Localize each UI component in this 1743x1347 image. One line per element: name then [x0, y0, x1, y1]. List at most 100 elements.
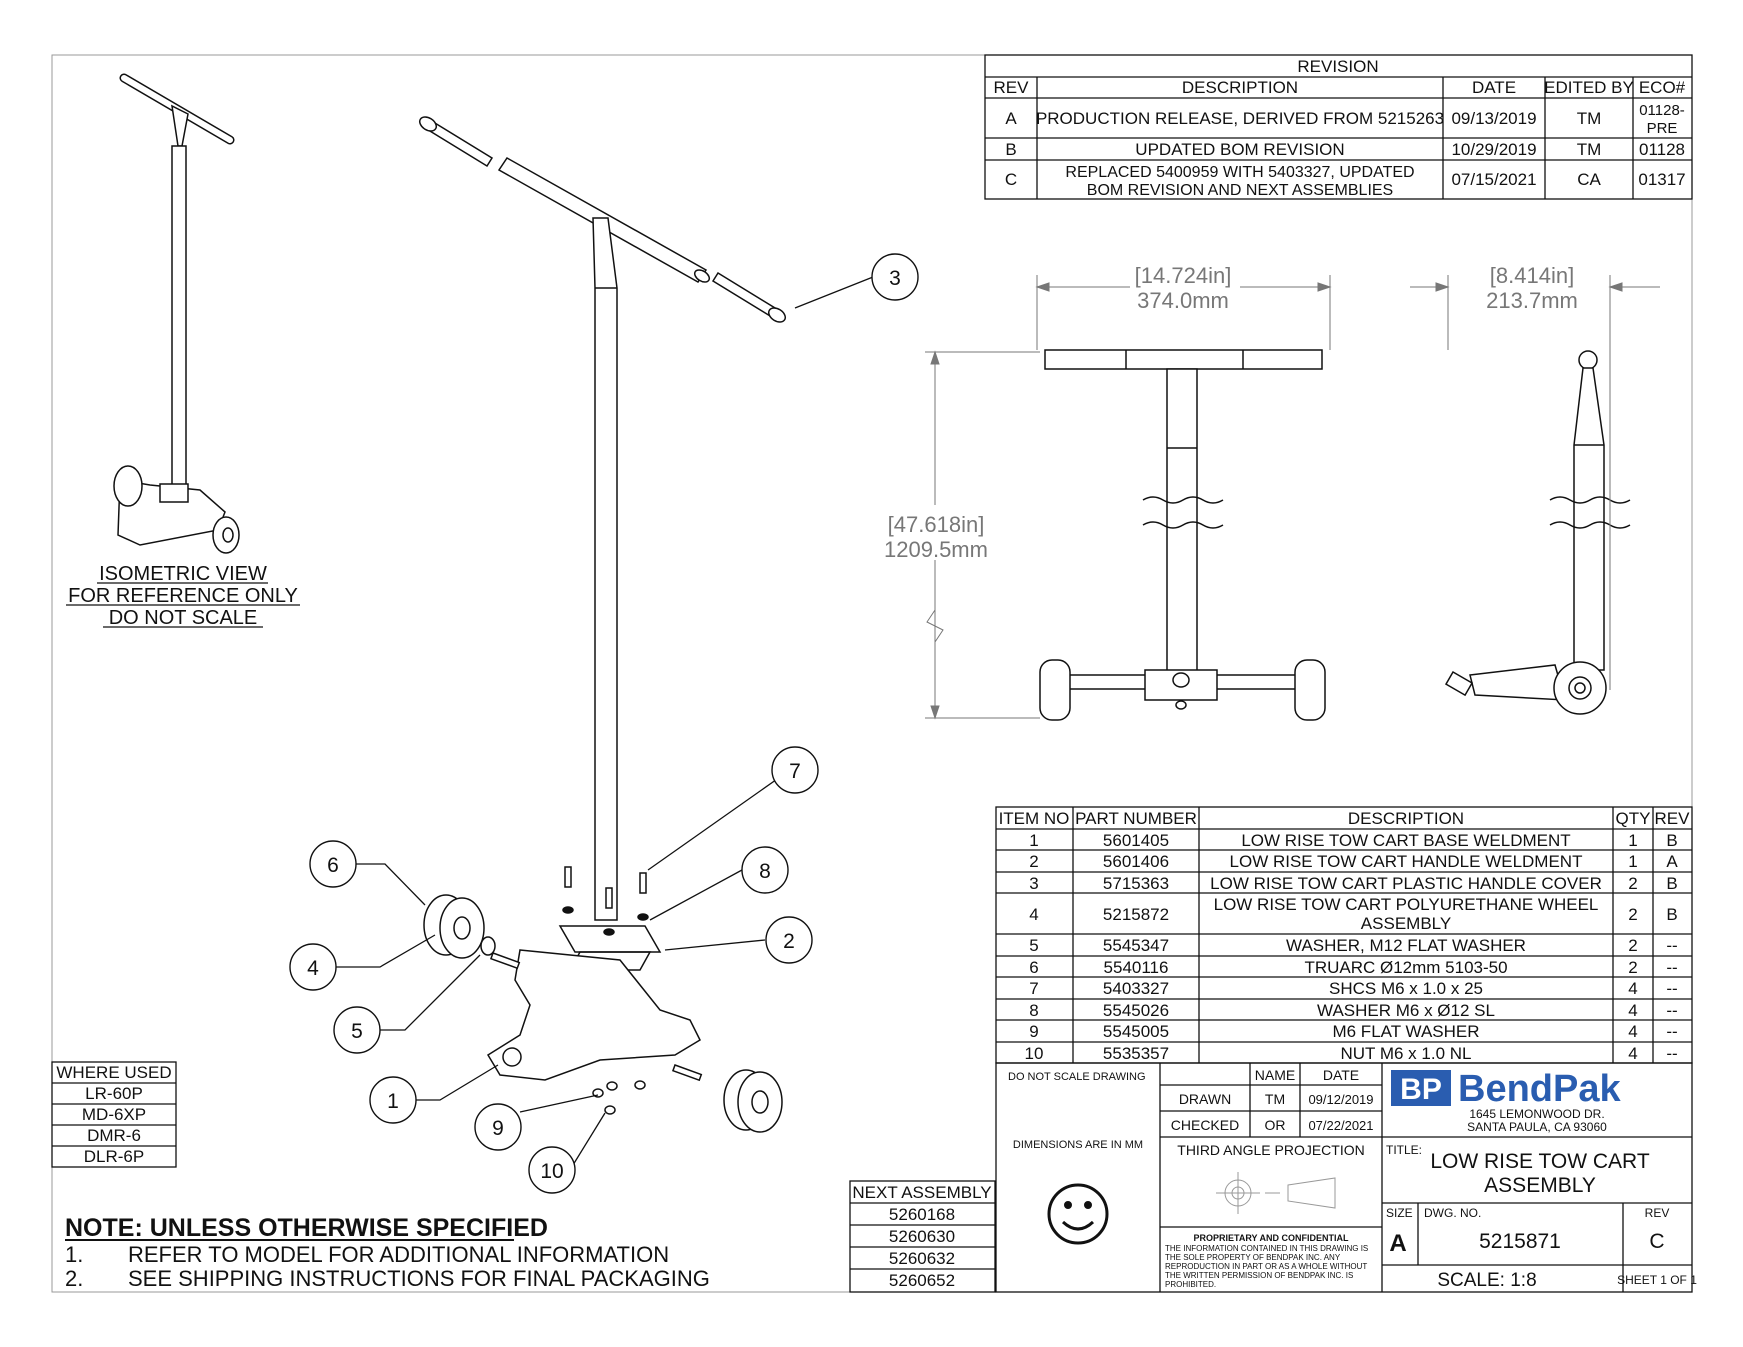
note-text: REFER TO MODEL FOR ADDITIONAL INFORMATIO… — [128, 1242, 669, 1267]
bom-qty: 2 — [1628, 905, 1637, 924]
bom-desc: TRUARC Ø12mm 5103-50 — [1304, 958, 1507, 977]
exploded-view — [418, 116, 787, 1133]
bom-header-description: DESCRIPTION — [1348, 809, 1464, 828]
svg-text:ISOMETRIC VIEW: ISOMETRIC VIEW — [99, 563, 267, 585]
drawn-date: 09/12/2019 — [1308, 1092, 1373, 1107]
balloon-2: 2 — [783, 930, 795, 953]
bom-item: 8 — [1029, 1001, 1038, 1020]
rev-value: C — [1649, 1230, 1664, 1253]
where-used-item: DMR-6 — [87, 1126, 141, 1145]
projection-label: THIRD ANGLE PROJECTION — [1177, 1142, 1364, 1158]
bom-qty: 1 — [1628, 831, 1637, 850]
bom-rev: -- — [1666, 979, 1677, 998]
bom-part: 5545026 — [1103, 1001, 1169, 1020]
bom-item: 9 — [1029, 1022, 1038, 1041]
note-text: SEE SHIPPING INSTRUCTIONS FOR FINAL PACK… — [128, 1266, 710, 1291]
handle-grip-left — [418, 116, 494, 168]
wheel-left — [423, 894, 485, 959]
drawn-name: TM — [1265, 1091, 1285, 1107]
handle-base-plate — [558, 925, 662, 953]
bom-desc: NUT M6 x 1.0 NL — [1340, 1044, 1471, 1063]
height-mm: 1209.5mm — [884, 537, 988, 562]
bom-rev: -- — [1666, 936, 1677, 955]
where-used-table: WHERE USED LR-60P MD-6XP DMR-6 DLR-6P — [51, 1061, 177, 1168]
bom-rev: B — [1666, 831, 1677, 850]
revision-header-description: DESCRIPTION — [1182, 78, 1298, 97]
bom-part: 5601405 — [1103, 831, 1169, 850]
depth-in: [8.414in] — [1490, 263, 1574, 288]
bom-qty: 1 — [1628, 852, 1637, 871]
next-assembly-table: NEXT ASSEMBLY 5260168 5260630 5260632 52… — [849, 1180, 996, 1293]
bom-part: 5535357 — [1103, 1044, 1169, 1063]
bom-qty: 4 — [1628, 1022, 1637, 1041]
balloon-circles — [289, 253, 919, 1194]
proprietary-line: PROHIBITED. — [1165, 1280, 1216, 1289]
bom-item: 7 — [1029, 979, 1038, 998]
revision-title: REVISION — [1297, 57, 1378, 76]
washer-m12 — [480, 936, 496, 956]
bom-item: 6 — [1029, 958, 1038, 977]
next-assembly-title: NEXT ASSEMBLY — [852, 1183, 991, 1202]
drawn-label: DRAWN — [1179, 1091, 1231, 1107]
bom-item: 10 — [1025, 1044, 1044, 1063]
logo-mark: BP — [1400, 1073, 1442, 1106]
bom-desc: LOW RISE TOW CART PLASTIC HANDLE COVER — [1210, 874, 1602, 893]
revision-row-desc: REPLACED 5400959 WITH 5403327, UPDATED — [1065, 164, 1414, 181]
height-in: [47.618in] — [888, 512, 985, 537]
bom-item: 4 — [1029, 905, 1038, 924]
balloon-numbers: 3 7 8 2 6 4 5 1 9 10 — [307, 267, 901, 1183]
revision-row-by: TM — [1577, 140, 1602, 159]
title-label: TITLE: — [1386, 1143, 1422, 1157]
bom-item: 1 — [1029, 831, 1038, 850]
wheel-right — [723, 1069, 783, 1133]
bom-qty: 4 — [1628, 1001, 1637, 1020]
proprietary-line: THE WRITTEN PERMISSION OF BENDPAK INC. I… — [1165, 1271, 1353, 1280]
handle-upright — [592, 217, 618, 921]
third-angle-projection-icon — [1216, 1172, 1336, 1214]
bom-rev: B — [1666, 905, 1677, 924]
dwg-value: 5215871 — [1479, 1230, 1561, 1253]
drawing-title: LOW RISE TOW CART — [1430, 1150, 1650, 1173]
bom-rev: -- — [1666, 1022, 1677, 1041]
do-not-scale: DO NOT SCALE DRAWING — [1008, 1071, 1146, 1083]
isometric-note: ISOMETRIC VIEW FOR REFERENCE ONLY DO NOT… — [66, 563, 300, 629]
proprietary-line: THE INFORMATION CONTAINED IN THIS DRAWIN… — [1165, 1244, 1368, 1253]
where-used-item: DLR-6P — [84, 1147, 144, 1166]
next-assembly-item: 5260652 — [889, 1271, 955, 1290]
revision-header-date: DATE — [1472, 78, 1516, 97]
bom-item: 5 — [1029, 936, 1038, 955]
revision-header-eco: ECO# — [1639, 78, 1686, 97]
drawing-title: ASSEMBLY — [1484, 1174, 1596, 1197]
note-number: 1. — [65, 1242, 83, 1267]
bom-rev: B — [1666, 874, 1677, 893]
front-view — [1039, 349, 1326, 721]
where-used-title: WHERE USED — [56, 1063, 171, 1082]
proprietary-line: THE SOLE PROPERTY OF BENDPAK INC. ANY — [1165, 1253, 1341, 1262]
note-number: 2. — [65, 1266, 83, 1291]
side-view-dimension-text: [8.414in] 213.7mm — [1486, 263, 1578, 313]
units-note: DIMENSIONS ARE IN MM — [1013, 1139, 1143, 1151]
revision-row-date: 07/15/2021 — [1451, 170, 1536, 189]
smiley-face-icon — [1047, 1183, 1109, 1245]
balloon-3: 3 — [889, 267, 901, 290]
bom-table: ITEM NO PART NUMBER DESCRIPTION QTY REV … — [995, 806, 1693, 1064]
bom-header-qty: QTY — [1616, 809, 1651, 828]
side-view-dimensions — [1410, 275, 1660, 690]
revision-row-desc: UPDATED BOM REVISION — [1135, 140, 1344, 159]
revision-row-rev: A — [1005, 109, 1017, 128]
date-label: DATE — [1323, 1067, 1359, 1083]
revision-row-desc: PRODUCTION RELEASE, DERIVED FROM 5215263 — [1036, 109, 1444, 128]
revision-row-by: TM — [1577, 109, 1602, 128]
front-view-dimension-text: [14.724in] 374.0mm [47.618in] 1209.5mm — [884, 263, 1231, 562]
bom-desc: SHCS M6 x 1.0 x 25 — [1329, 979, 1483, 998]
revision-row-eco: 01128 — [1639, 140, 1685, 159]
handle-grip-right — [711, 271, 787, 323]
bom-part: 5601406 — [1103, 852, 1169, 871]
revision-row-eco: 01317 — [1638, 170, 1685, 189]
balloon-9: 9 — [492, 1117, 504, 1140]
balloon-4: 4 — [307, 957, 319, 980]
bom-part: 5545347 — [1103, 936, 1169, 955]
revision-row-desc: BOM REVISION AND NEXT ASSEMBLIES — [1087, 182, 1393, 199]
balloon-10: 10 — [540, 1160, 563, 1183]
